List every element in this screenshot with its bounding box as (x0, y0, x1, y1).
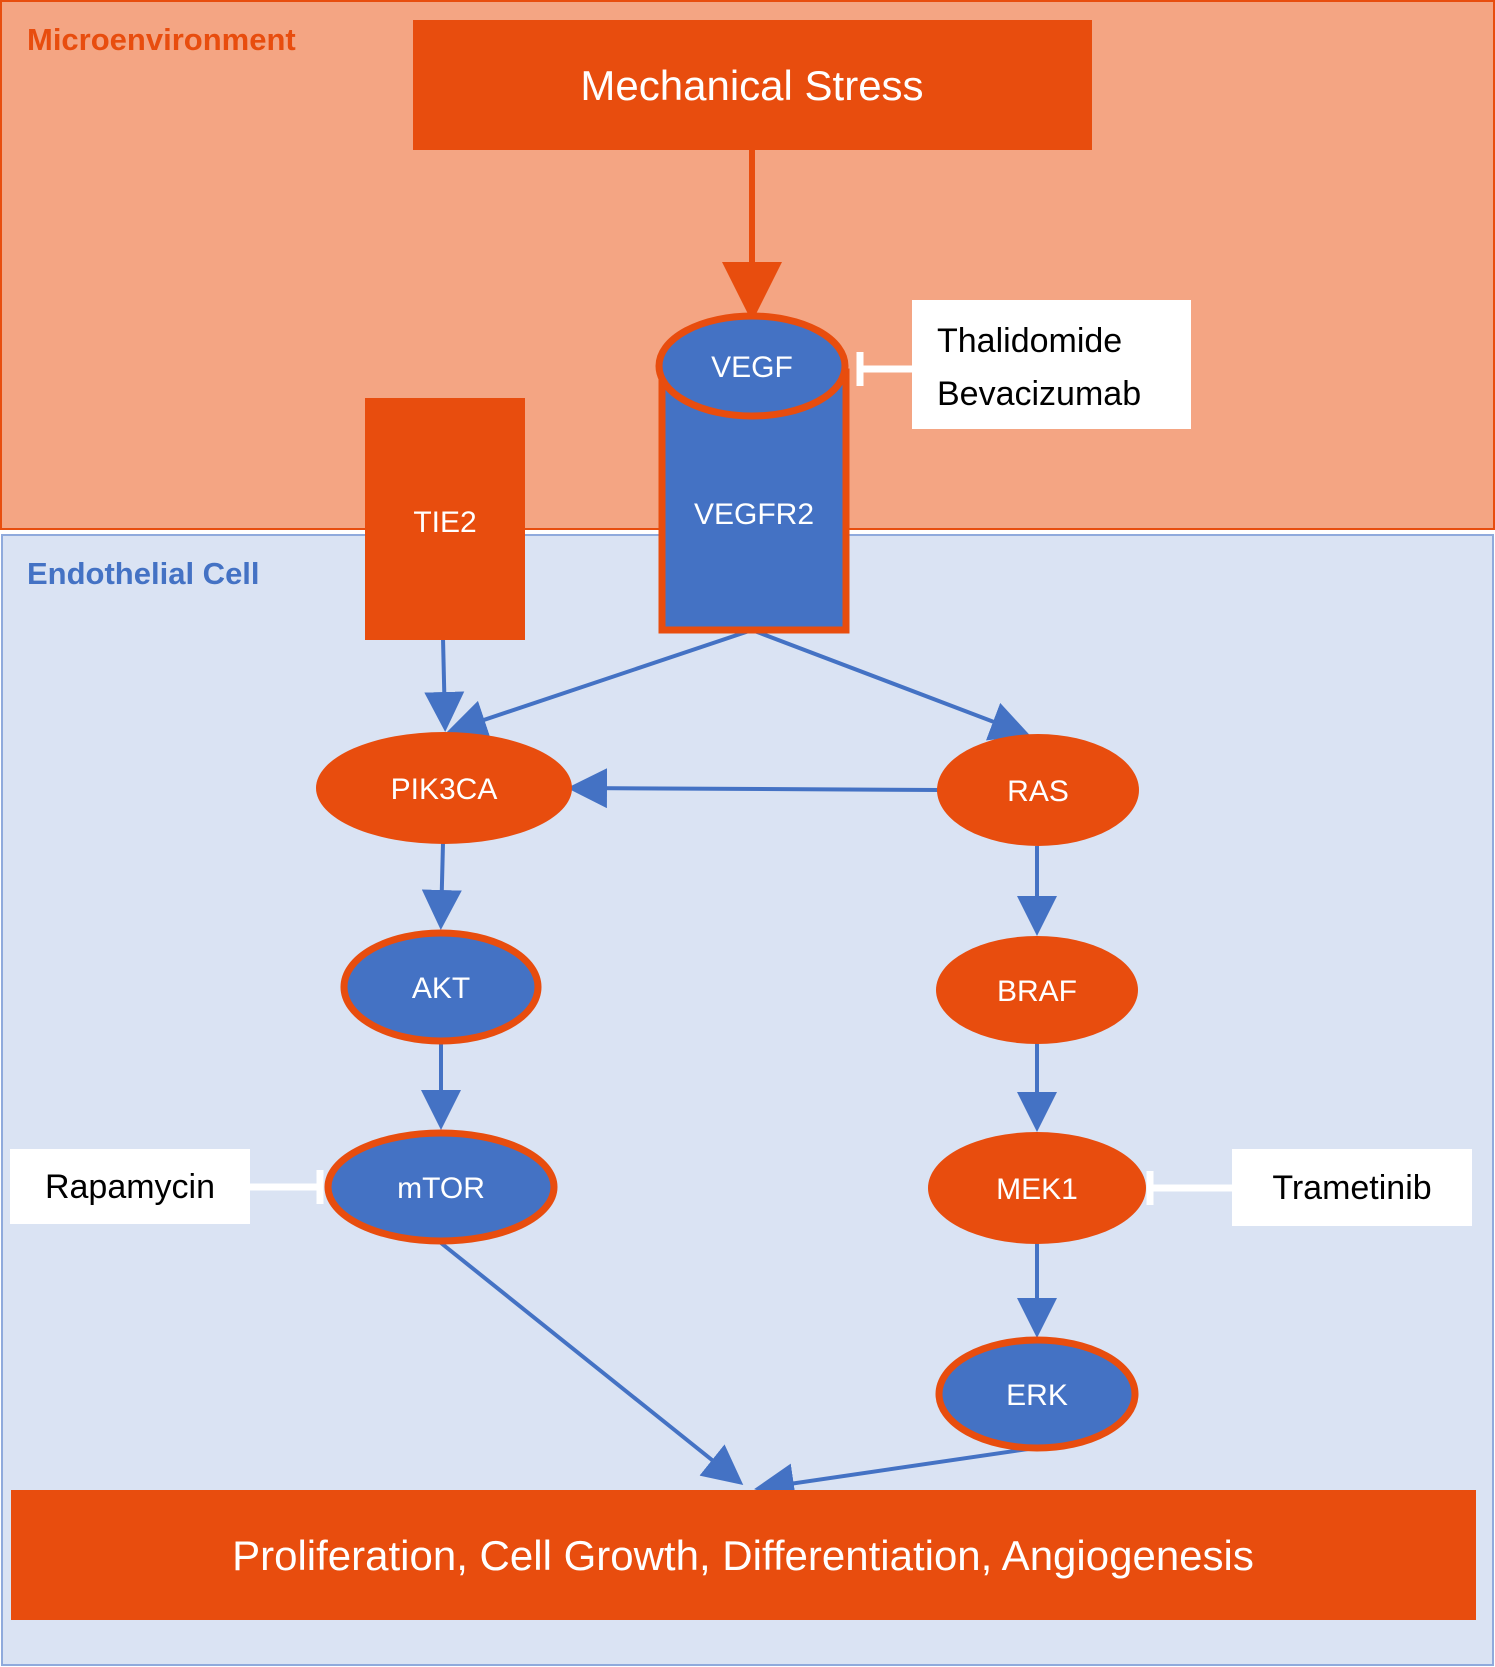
node-erk: ERK (935, 1336, 1139, 1452)
mtor-label: mTOR (397, 1172, 485, 1205)
drug-rapamycin-label: Rapamycin (45, 1168, 215, 1206)
drug-thalidomide-label: Thalidomide (937, 322, 1122, 360)
endothelial-cell-region: Endothelial Cell (1, 534, 1494, 1666)
node-mek1: MEK1 (928, 1132, 1146, 1244)
edge-pik3ca-to-akt (421, 842, 462, 930)
node-tie2: TIE2 (365, 398, 525, 640)
node-pik3ca: PIK3CA (316, 732, 572, 844)
node-ras: RAS (937, 734, 1139, 846)
microenvironment-label: Microenvironment (27, 22, 296, 57)
tie2-label: TIE2 (413, 506, 476, 539)
node-mechanical-stress: Mechanical Stress (413, 20, 1092, 150)
node-outcome: Proliferation, Cell Growth, Differentiat… (11, 1490, 1476, 1620)
mechanical-stress-label: Mechanical Stress (580, 62, 923, 109)
inhibition-edges (250, 352, 1232, 1205)
vegf-label: VEGF (711, 351, 793, 384)
node-braf: BRAF (936, 936, 1138, 1044)
edge-tie2-to-pik3ca (424, 637, 465, 732)
edge-vegfr2-to-pik3ca (446, 628, 753, 739)
node-vegfr2: VEGFR2 (658, 368, 850, 634)
inhibit-mek1 (1146, 1171, 1232, 1205)
drug-trametinib: Trametinib (1232, 1149, 1472, 1226)
drug-vegf-inhibitors: Thalidomide Bevacizumab (912, 300, 1191, 429)
edges (421, 150, 1057, 1504)
mek1-label: MEK1 (996, 1173, 1078, 1206)
node-akt: AKT (340, 929, 542, 1045)
erk-label: ERK (1006, 1379, 1068, 1412)
node-mtor: mTOR (324, 1129, 558, 1245)
pik3ca-label: PIK3CA (391, 773, 498, 806)
drug-trametinib-label: Trametinib (1272, 1169, 1431, 1207)
endothelial-cell-label: Endothelial Cell (27, 556, 260, 591)
braf-label: BRAF (997, 975, 1077, 1008)
outcome-label: Proliferation, Cell Growth, Differentiat… (232, 1532, 1254, 1579)
drug-bevacizumab-label: Bevacizumab (937, 375, 1141, 413)
inhibit-vegf (856, 352, 912, 386)
edge-mtor-to-outcome (439, 1241, 744, 1486)
akt-label: AKT (412, 972, 470, 1005)
inhibit-mtor (250, 1170, 324, 1204)
edge-vegfr2-to-ras (751, 628, 1031, 741)
edge-ras-to-pik3ca (567, 768, 941, 809)
ras-label: RAS (1007, 775, 1069, 808)
vegfr2-label: VEGFR2 (694, 498, 814, 531)
edge-erk-to-outcome (754, 1446, 1036, 1504)
node-vegf: VEGF (655, 312, 849, 420)
drug-rapamycin: Rapamycin (10, 1149, 250, 1224)
